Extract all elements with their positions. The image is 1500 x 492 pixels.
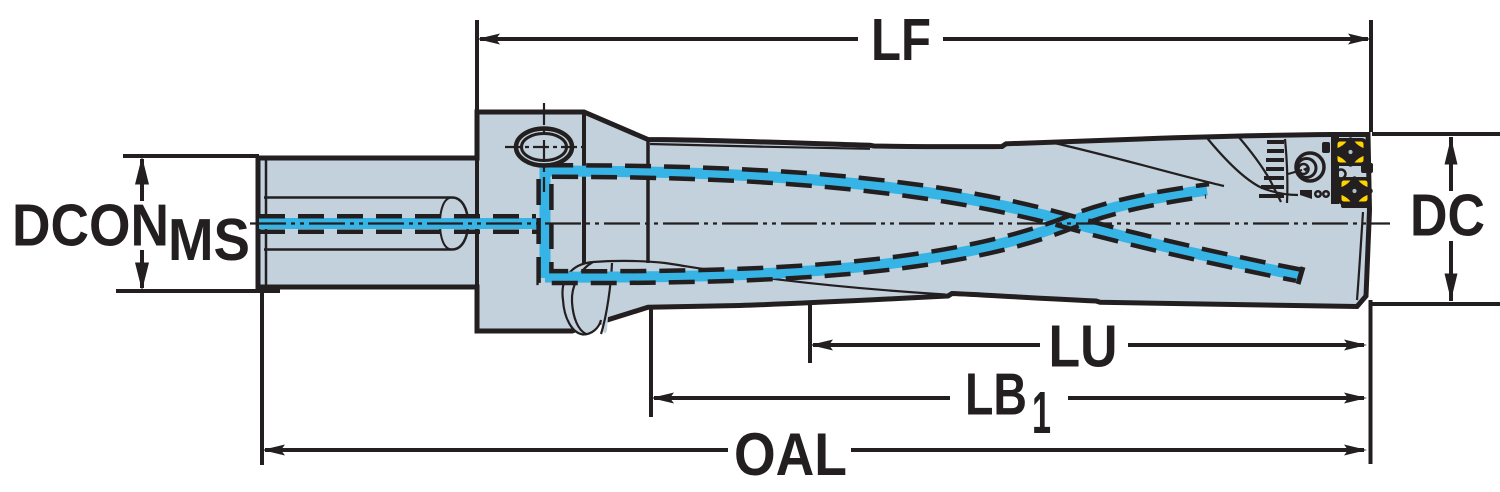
svg-text:LF: LF <box>871 7 931 73</box>
svg-text:OAL: OAL <box>734 421 847 488</box>
svg-text:DC: DC <box>1410 183 1485 249</box>
svg-text:1: 1 <box>1032 380 1051 446</box>
svg-text:LU: LU <box>1049 314 1118 380</box>
svg-text:DCON: DCON <box>12 193 169 259</box>
svg-text:LB: LB <box>965 362 1027 428</box>
svg-text:MS: MS <box>168 207 250 273</box>
